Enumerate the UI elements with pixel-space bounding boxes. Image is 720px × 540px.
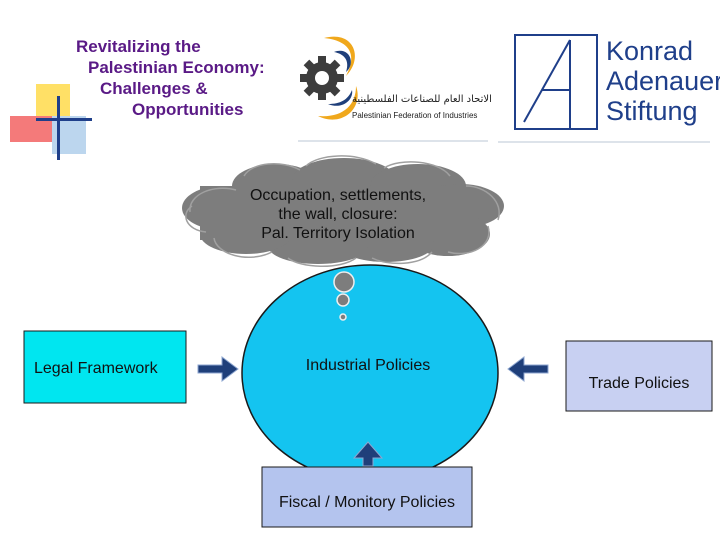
pfi-english-name: Palestinian Federation of Industries xyxy=(352,111,478,120)
title-line-4: Opportunities xyxy=(132,100,244,119)
arrow-right-icon xyxy=(197,356,239,382)
title-line-3: Challenges & xyxy=(100,79,208,98)
cloud-line-2: the wall, closure: xyxy=(278,206,398,223)
industrial-policies-label: Industrial Policies xyxy=(305,357,431,374)
kas-line-2: Adenauer xyxy=(606,66,720,96)
cloud-line-3: Pal. Territory Isolation xyxy=(261,225,415,242)
cloud-text: Occupation, settlements, the wall, closu… xyxy=(216,186,460,243)
decor-vertical-bar xyxy=(57,96,60,160)
kas-line-3: Stiftung xyxy=(606,96,698,126)
pfi-arabic-name: الاتحاد العام للصناعات الفلسطينية xyxy=(352,94,492,105)
gear-icon xyxy=(300,56,344,100)
title-line-1: Revitalizing the xyxy=(76,37,201,56)
kas-line-1: Konrad xyxy=(606,36,694,66)
arrow-left-icon xyxy=(507,356,549,382)
logo-divider-line xyxy=(498,141,710,143)
arrow-up-icon xyxy=(352,441,384,467)
trade-policies-label: Trade Policies xyxy=(588,375,690,392)
fiscal-policies-box xyxy=(261,466,473,528)
kas-logo xyxy=(514,34,598,130)
thought-bubble-medium xyxy=(336,293,350,307)
kas-name: Konrad Adenauer Stiftung xyxy=(606,36,720,126)
legal-framework-label: Legal Framework xyxy=(34,360,158,377)
fiscal-policies-label: Fiscal / Monitory Policies xyxy=(278,494,456,511)
pfi-logo xyxy=(298,30,488,142)
cloud-line-1: Occupation, settlements, xyxy=(249,187,427,204)
trade-policies-box xyxy=(565,340,713,412)
decor-yellow-square xyxy=(36,84,70,118)
legal-framework-box xyxy=(23,330,187,404)
isolation-cloud xyxy=(182,155,504,267)
thought-bubble-small xyxy=(339,313,347,321)
title-line-2: Palestinian Economy: xyxy=(88,58,265,77)
thought-bubble-large xyxy=(333,271,355,293)
decor-horizontal-bar xyxy=(36,118,92,121)
slide-title: Revitalizing the Palestinian Economy: Ch… xyxy=(62,36,312,120)
